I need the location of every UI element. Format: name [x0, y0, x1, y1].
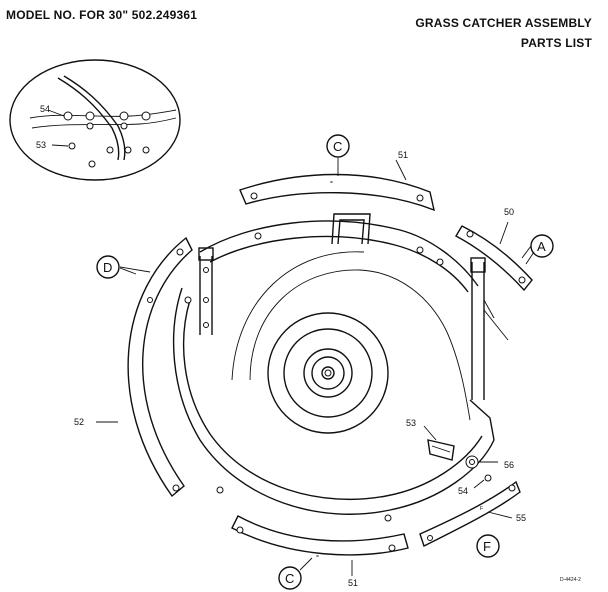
assembly-title: GRASS CATCHER ASSEMBLY [415, 16, 592, 30]
reference-d: D [96, 255, 120, 279]
part-51-top-label: 51 [398, 150, 408, 160]
part-55-label: 55 [516, 513, 526, 523]
part-56-label: 56 [504, 460, 514, 470]
catcher-housing [172, 213, 509, 522]
svg-text:F: F [480, 506, 483, 512]
part-51-bottom-strip: = [231, 515, 409, 576]
part-53-label: 53 [406, 418, 416, 428]
reference-c-bottom-label: C [285, 571, 294, 586]
reference-a-label: A [537, 239, 546, 254]
part-52-label: 52 [74, 417, 84, 427]
hardware-detail-inset: 54 53 [9, 59, 181, 181]
reference-c-top: C [326, 134, 350, 158]
part-55-strip: F [419, 480, 521, 547]
reference-c-bottom: C [278, 566, 302, 590]
svg-text:=: = [316, 554, 319, 560]
part-50-label: 50 [504, 207, 514, 217]
fastener-hardware [423, 425, 498, 489]
reference-a: A [530, 234, 554, 258]
inset-part-54-label: 54 [40, 104, 50, 114]
drawing-number: D-4424-2 [560, 577, 581, 583]
reference-c-top-label: C [333, 139, 342, 154]
inset-part-53-label: 53 [36, 140, 46, 150]
svg-text:=: = [330, 180, 333, 186]
model-number: MODEL NO. FOR 30" 502.249361 [6, 8, 198, 22]
reference-f: F [476, 534, 500, 558]
part-51-top-strip: = [239, 158, 435, 212]
part-50-right-strip [455, 221, 535, 292]
reference-f-label: F [483, 539, 491, 554]
part-54-label: 54 [458, 486, 468, 496]
part-51-bottom-label: 51 [348, 578, 358, 588]
reference-d-label: D [103, 260, 112, 275]
parts-list-title: PARTS LIST [520, 36, 592, 50]
part-52-left-arc [96, 236, 193, 498]
